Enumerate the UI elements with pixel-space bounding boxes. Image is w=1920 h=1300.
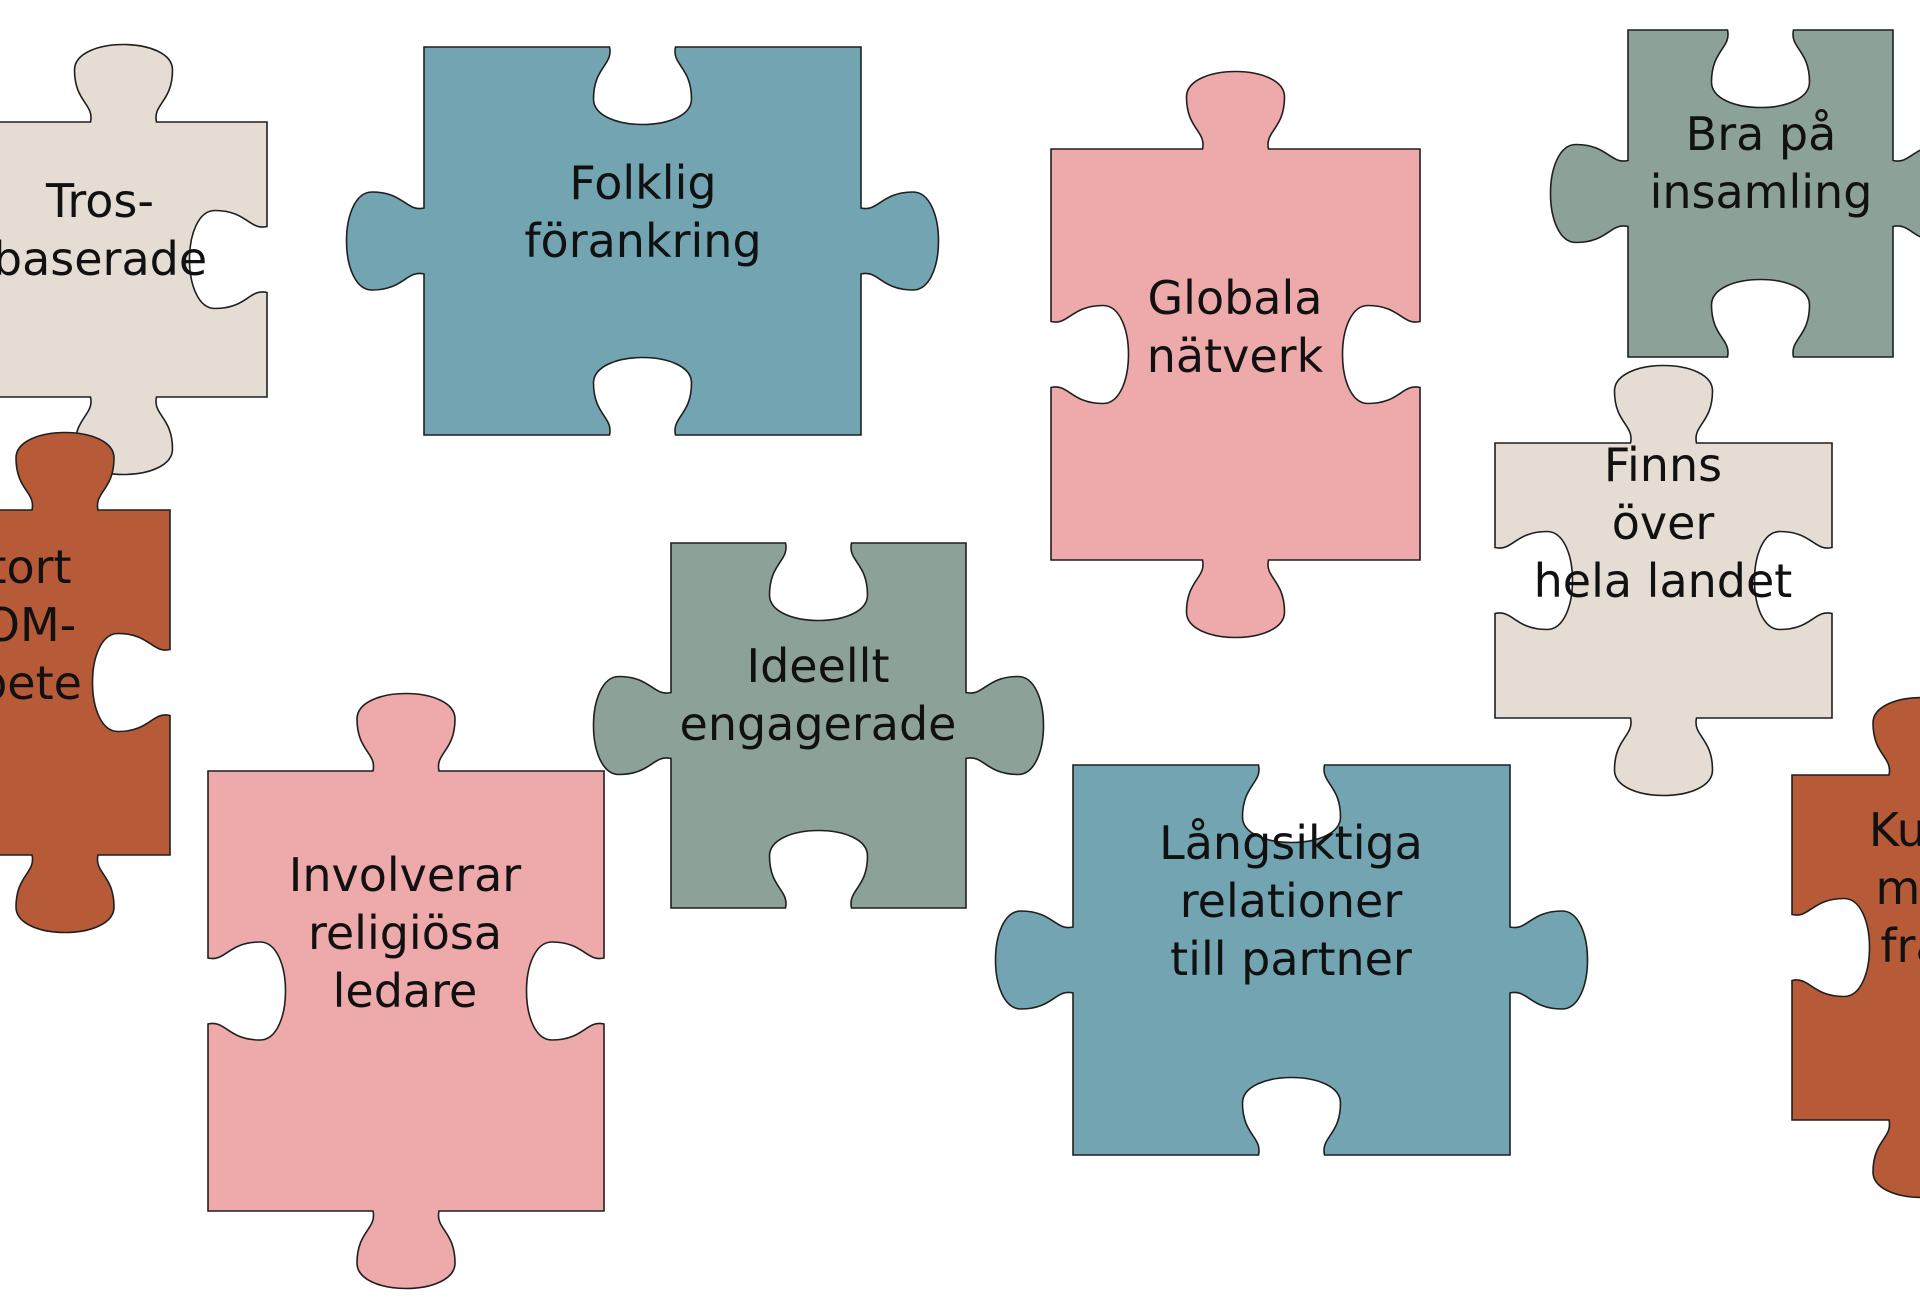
puzzle-piece-label-line: Ideellt: [747, 639, 890, 693]
puzzle-piece-label-line: ma: [1876, 861, 1920, 915]
puzzle-piece-stort-som-arbete: tortOM-bete: [0, 431, 171, 934]
puzzle-piece-label-line: tort: [0, 540, 72, 594]
puzzle-piece-label-line: Tros-: [45, 174, 154, 228]
puzzle-piece-label-line: OM-: [0, 598, 76, 652]
puzzle-piece-shape: [1549, 29, 1920, 358]
puzzle-piece-label-line: Folklig: [569, 156, 716, 210]
puzzle-piece-label-line: relationer: [1180, 874, 1403, 928]
puzzle-piece-shape: [0, 431, 171, 934]
puzzle-piece-label-line: fra: [1880, 919, 1920, 973]
puzzle-piece-shape: [207, 692, 605, 1290]
puzzle-piece-label-line: Långsiktiga: [1159, 816, 1423, 870]
puzzle-piece-label-line: Involverar: [289, 848, 521, 902]
puzzle-piece-label-line: baserade: [0, 232, 207, 286]
puzzle-piece-shape: [1494, 364, 1833, 797]
puzzle-piece-kunskap-fragment: Kunmafra: [1791, 696, 1920, 1199]
puzzle-piece-label-line: nätverk: [1147, 329, 1324, 383]
puzzle-piece-label-line: engagerade: [680, 697, 957, 751]
puzzle-piece-label-line: ledare: [333, 964, 478, 1018]
puzzle-piece-shape: [345, 46, 940, 436]
puzzle-piece-label-line: till partner: [1170, 932, 1412, 986]
puzzle-piece-shape: [1050, 70, 1421, 639]
puzzle-piece-trosbaserade: Tros-baserade: [0, 43, 268, 476]
puzzle-piece-label-line: insamling: [1650, 165, 1873, 219]
puzzle-piece-label-line: Kun: [1869, 803, 1920, 857]
puzzle-piece-label-line: Finns: [1604, 438, 1722, 492]
puzzle-piece-shape: [592, 542, 1045, 909]
puzzle-piece-shape: [994, 764, 1589, 1156]
puzzle-piece-label-line: bete: [0, 656, 82, 710]
puzzle-piece-label-line: hela landet: [1534, 554, 1793, 608]
puzzle-piece-shape: [1791, 696, 1920, 1199]
puzzle-piece-label-line: förankring: [524, 214, 761, 268]
puzzle-piece-label-line: Globala: [1148, 271, 1323, 325]
puzzle-piece-label-line: religiösa: [308, 906, 502, 960]
puzzle-piece-label-line: över: [1612, 496, 1715, 550]
puzzle-piece-label-line: Bra på: [1686, 107, 1837, 161]
puzzle-piece-shape: [0, 43, 268, 476]
